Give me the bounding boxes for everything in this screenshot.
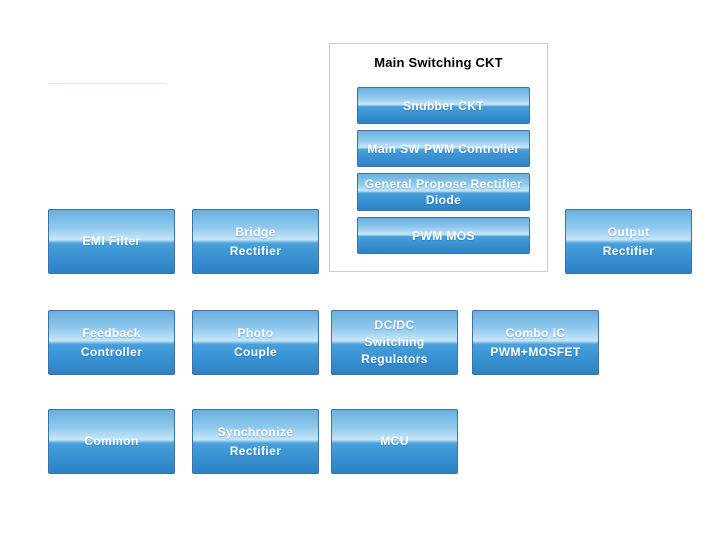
block-mcu[interactable]: MCU: [331, 409, 458, 474]
block-general-propose-rectifier-diode[interactable]: General Propose Rectifier Diode: [357, 173, 530, 211]
block-label: Switching: [364, 335, 425, 349]
block-label: Diode: [425, 193, 462, 207]
block-bridge-rectifier[interactable]: Bridge Rectifier: [192, 209, 319, 274]
block-label: EMI Filter: [82, 234, 141, 248]
block-synchronize-rectifier[interactable]: Synchronize Rectifier: [192, 409, 319, 474]
block-label: Controller: [80, 344, 143, 359]
block-label: Rectifier: [229, 443, 282, 458]
block-output-rectifier[interactable]: Output Rectifier: [565, 209, 692, 274]
block-feedback-controller[interactable]: Feedback Controller: [48, 310, 175, 375]
block-label: Common: [84, 434, 139, 448]
block-label: PWM+MOSFET: [490, 344, 581, 359]
block-label: PWM MOS: [412, 228, 475, 243]
block-label: Photo: [237, 325, 274, 340]
block-label: Bridge: [235, 224, 276, 239]
faint-placeholder-line: [49, 83, 166, 84]
block-label: Output: [607, 224, 650, 239]
block-label: Combo IC: [505, 325, 566, 340]
block-photo-couple[interactable]: Photo Couple: [192, 310, 319, 375]
block-common[interactable]: Common: [48, 409, 175, 474]
block-label: Rectifier: [602, 243, 655, 258]
block-label: Feedback: [82, 325, 141, 340]
block-label: Main SW PWM Controller: [367, 141, 520, 156]
block-emi-filter[interactable]: EMI Filter: [48, 209, 175, 274]
block-combo-ic-pwm-mosfet[interactable]: Combo IC PWM+MOSFET: [472, 310, 599, 375]
block-label: DC/DC: [374, 318, 415, 332]
block-pwm-mos[interactable]: PWM MOS: [357, 217, 530, 254]
main-switching-ckt-title: Main Switching CKT: [374, 55, 503, 70]
block-label: Rectifier: [229, 243, 282, 258]
block-label: Snubber CKT: [402, 98, 485, 113]
block-dcdc-switching-regulators[interactable]: DC/DC Switching Regulators: [331, 310, 458, 375]
block-snubber-ckt[interactable]: Snubber CKT: [357, 87, 530, 124]
block-label: MCU: [380, 434, 409, 448]
block-label: Synchronize: [217, 424, 294, 439]
block-label: Regulators: [361, 352, 428, 366]
block-main-sw-pwm-controller[interactable]: Main SW PWM Controller: [357, 130, 530, 167]
block-label: General Propose Rectifier: [364, 177, 523, 191]
block-label: Couple: [233, 344, 278, 359]
